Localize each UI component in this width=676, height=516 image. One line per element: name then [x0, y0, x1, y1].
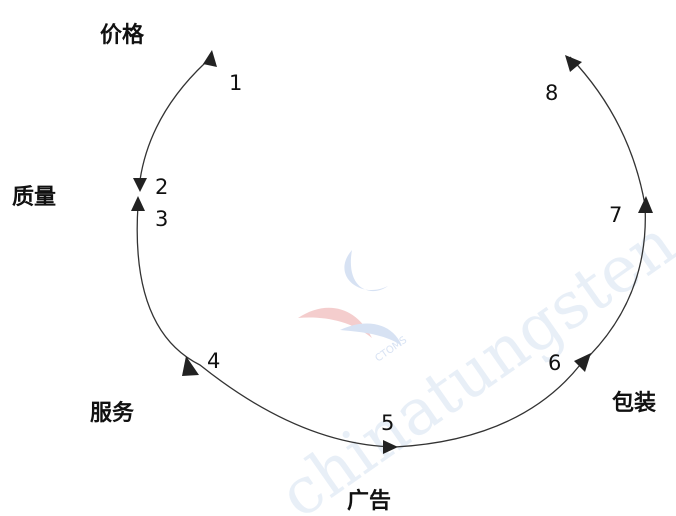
arc-quality-to-advertising [136, 204, 396, 448]
label-price: 价格 [100, 22, 145, 48]
arrow-8 [565, 55, 582, 72]
label-packaging: 包装 [612, 390, 656, 416]
arrow-6 [574, 353, 591, 372]
arrow-5 [383, 440, 398, 454]
arc-advertising-to-packaging [394, 56, 646, 448]
arrow-2 [133, 178, 147, 192]
label-service: 服务 [90, 401, 135, 426]
arrow-7 [638, 196, 653, 213]
marker-6: 6 [548, 351, 561, 375]
arrow-1 [203, 50, 217, 67]
label-quality: 质量 [12, 185, 56, 210]
arrow-3 [131, 196, 145, 211]
marker-4: 4 [207, 349, 220, 373]
arrow-4 [182, 356, 199, 376]
marker-7: 7 [609, 203, 622, 227]
marker-1: 1 [229, 71, 242, 95]
arc-price-to-quality [139, 62, 206, 181]
marker-8: 8 [545, 81, 558, 105]
marker-2: 2 [155, 175, 168, 199]
marker-3: 3 [155, 207, 168, 231]
marker-5: 5 [381, 411, 394, 435]
label-advertising: 广告 [347, 488, 391, 514]
watermark-logo: CTOMS [298, 250, 409, 364]
